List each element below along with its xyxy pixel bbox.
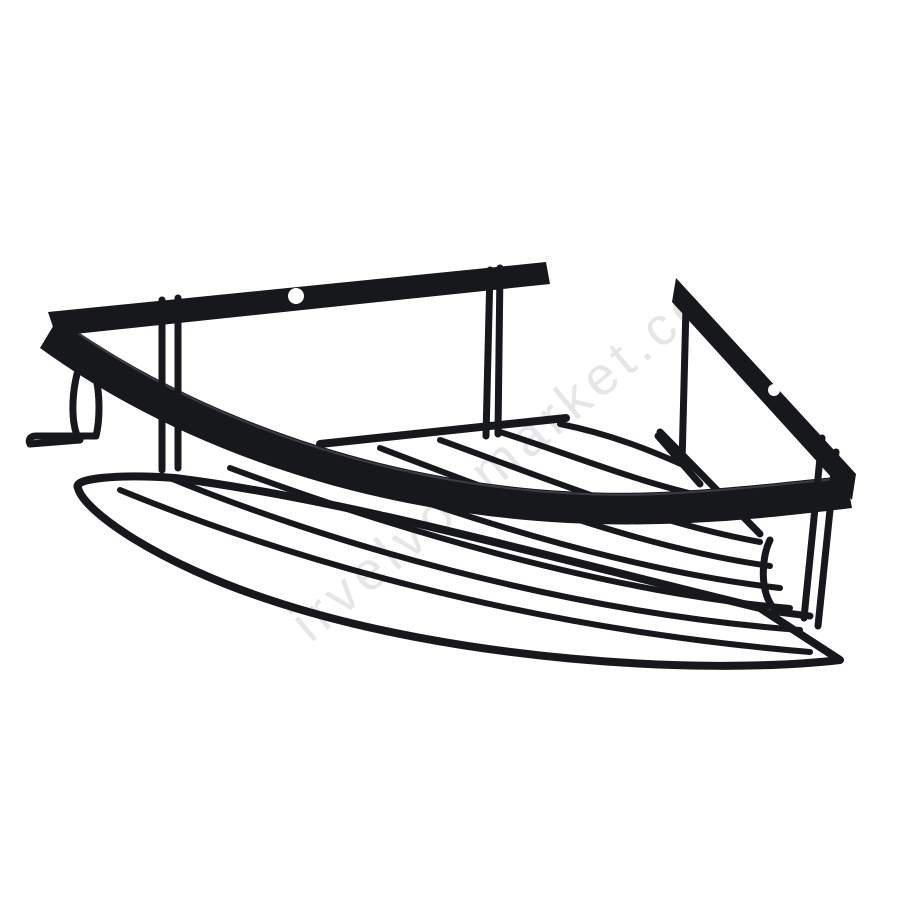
upright-right-b (800, 434, 826, 622)
hook-right (759, 536, 814, 620)
hook-right-clip (654, 432, 704, 488)
back-right-wall-bar (672, 278, 856, 500)
hook-left (25, 366, 103, 448)
upright-right-c (814, 448, 840, 630)
caddy-wall-hooks (25, 366, 814, 620)
caddy-wire-basket (73, 414, 844, 670)
caddy-front-band (40, 318, 852, 525)
caddy-back-bar (48, 262, 856, 500)
basket-wire-1 (117, 487, 813, 655)
upright-mid-b (494, 264, 504, 438)
front-curved-band (40, 318, 852, 525)
mounting-hole-right (768, 384, 780, 396)
mounting-hole-left (288, 288, 304, 304)
upright-right-a (678, 302, 690, 468)
upright-mid-a (482, 266, 494, 440)
caddy-uprights (158, 264, 840, 630)
basket-back-rail (316, 414, 570, 448)
front-band-highlight (61, 321, 847, 496)
basket-wire-3 (227, 465, 793, 611)
basket-wire-2 (167, 475, 803, 633)
basket-outer-rim (73, 472, 844, 670)
